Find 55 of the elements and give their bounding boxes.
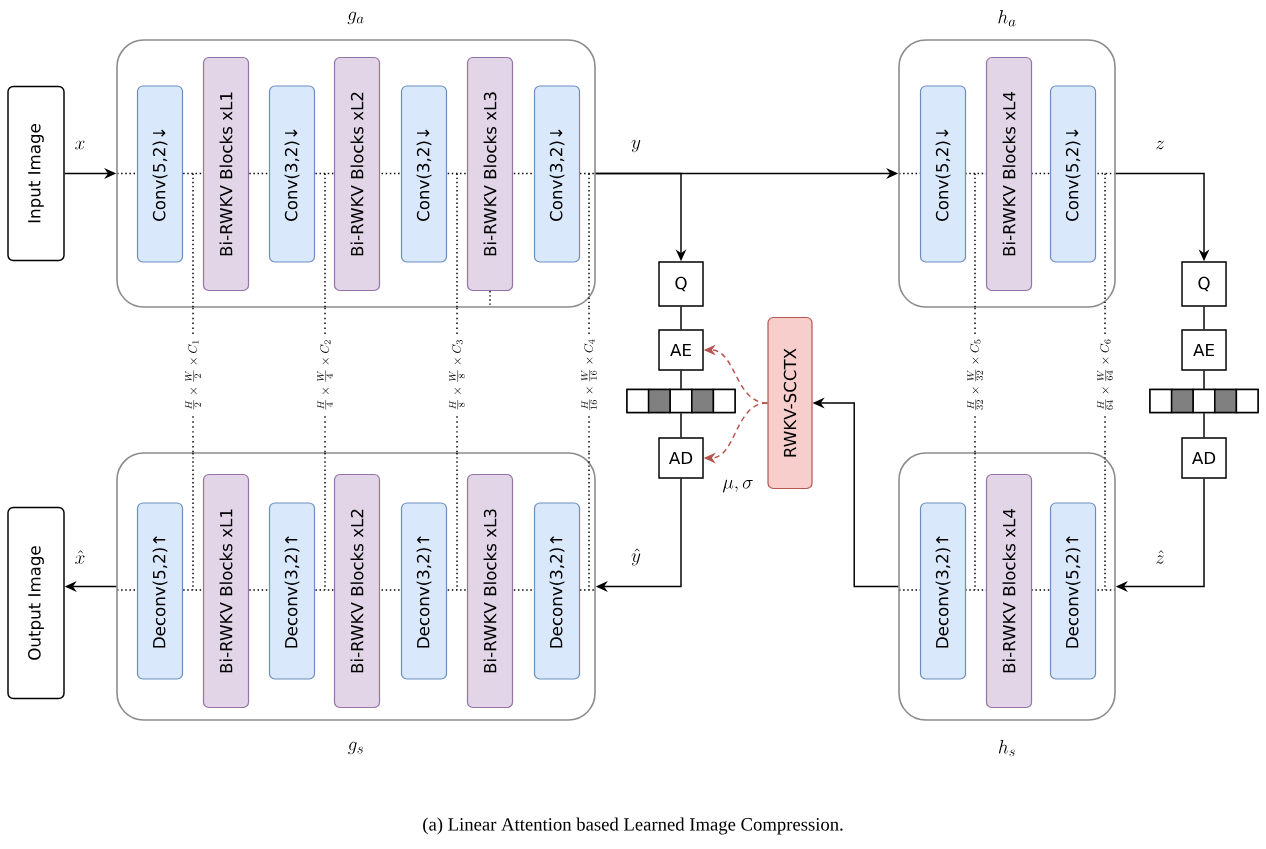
layer-box: Bi-RWKV Blocks xL4	[985, 473, 1033, 709]
edge-label: $\frac{H}{32} \times \frac{W}{32} \times C_5$	[965, 336, 985, 414]
layer-box: Bi-RWKV Blocks xL3	[466, 56, 514, 292]
layer-box: Deconv(3,2)↑	[919, 502, 967, 680]
layer-box: Deconv(5,2)↑	[136, 502, 184, 680]
layer-box: Conv(3,2)↓	[400, 85, 448, 263]
connector-line	[680, 306, 682, 330]
context-model-box: RWKV-SCCTX	[767, 316, 813, 490]
edge-label: $\frac{H}{4} \times \frac{W}{4} \times C_2$	[315, 336, 335, 414]
layer-box: Bi-RWKV Blocks xL1	[202, 56, 250, 292]
edge-label: $\frac{H}{64} \times \frac{W}{64} \times C_6$	[1095, 336, 1115, 414]
connector-line	[680, 370, 682, 390]
edge-label: $\frac{H}{16} \times \frac{W}{16} \times C_4$	[579, 336, 599, 414]
edge-label: $x$	[75, 140, 85, 150]
edge-label: $z$	[1156, 140, 1165, 150]
layer-box: Bi-RWKV Blocks xL2	[333, 56, 381, 292]
process-box: AD	[1181, 437, 1227, 479]
io-box: Output Image	[7, 506, 65, 700]
io-box: Input Image	[7, 85, 65, 262]
layer-box: Conv(5,2)↓	[919, 85, 967, 263]
edge-label: $\hat{y}$	[631, 548, 641, 566]
node-label: $h_s$	[998, 739, 1015, 757]
layer-box: Bi-RWKV Blocks xL4	[985, 56, 1033, 292]
bitstream-bar	[626, 388, 736, 414]
node-label: $h_a$	[998, 9, 1016, 27]
process-box: AE	[658, 329, 704, 371]
formula-label: $\mu, \sigma$	[723, 479, 753, 493]
connector-line	[1203, 412, 1205, 438]
edge-label: $y$	[631, 139, 641, 153]
process-box: Q	[1181, 261, 1227, 307]
caption: (a) Linear Attention based Learned Image Compression.	[423, 817, 843, 835]
connector-line	[1203, 306, 1205, 330]
edge-label: $\hat{z}$	[1156, 550, 1165, 564]
layer-box: Deconv(3,2)↑	[400, 502, 448, 680]
layer-box: Conv(3,2)↓	[268, 85, 316, 263]
process-box: Q	[658, 261, 704, 307]
layer-box: Deconv(3,2)↑	[268, 502, 316, 680]
connector-line	[680, 412, 682, 438]
edge-label: $\frac{H}{2} \times \frac{W}{2} \times C_1$	[183, 336, 203, 414]
layer-box: Conv(5,2)↓	[1049, 85, 1097, 263]
edge-label: $\hat{x}$	[75, 550, 85, 564]
layer-box: Deconv(3,2)↑	[533, 502, 581, 680]
node-label: $g_s$	[348, 741, 363, 755]
bitstream-bar	[1149, 388, 1259, 414]
layer-box: Deconv(5,2)↑	[1049, 502, 1097, 680]
edge-label: $\frac{H}{8} \times \frac{W}{8} \times C_3$	[447, 336, 467, 414]
connector-line	[1203, 370, 1205, 390]
layer-box: Bi-RWKV Blocks xL2	[333, 473, 381, 709]
layer-box: Bi-RWKV Blocks xL1	[202, 473, 250, 709]
process-box: AD	[658, 437, 704, 479]
node-label: $g_a$	[347, 11, 364, 25]
layer-box: Conv(5,2)↓	[136, 85, 184, 263]
layer-box: Bi-RWKV Blocks xL3	[466, 473, 514, 709]
process-box: AE	[1181, 329, 1227, 371]
layer-box: Conv(3,2)↓	[533, 85, 581, 263]
